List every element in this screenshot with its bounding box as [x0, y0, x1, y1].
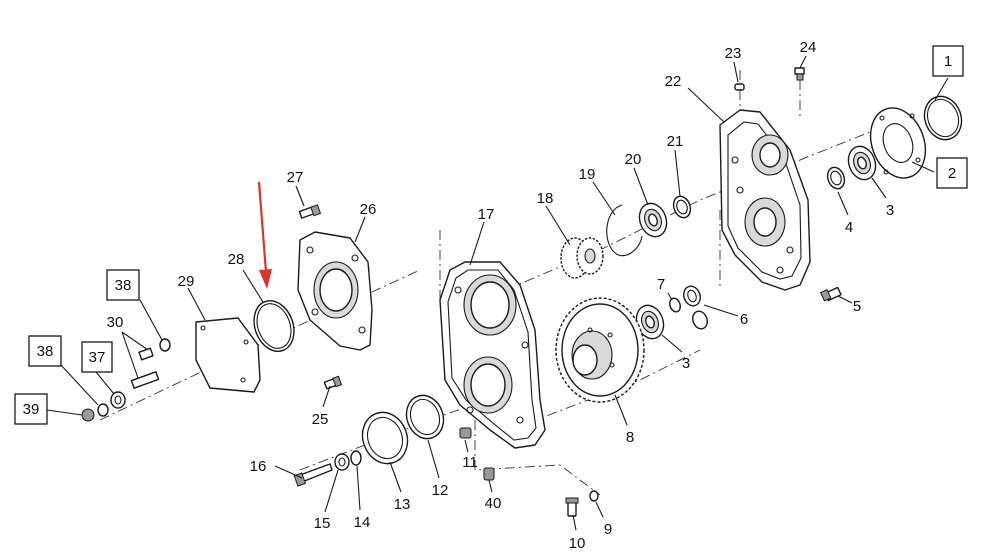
- callout-2: 2: [936, 157, 968, 189]
- part-7-snap-ring: [669, 297, 681, 313]
- part-38-washer-upper: [159, 338, 171, 352]
- callout-29: 29: [178, 273, 195, 290]
- part-15-washer: [334, 453, 350, 471]
- part-28-o-ring: [253, 300, 295, 352]
- part-4-seal-ring: [826, 166, 846, 190]
- part-8-large-gear: [555, 297, 645, 403]
- callout-16: 16: [250, 458, 267, 475]
- part-25-bolt: [323, 375, 343, 390]
- callout-28: 28: [228, 251, 245, 268]
- part-14-o-ring: [350, 450, 362, 466]
- callout-37: 37: [81, 341, 113, 373]
- part-18-pinion-gear: [560, 237, 604, 279]
- part-20-bearing: [638, 202, 668, 238]
- callout-9: 9: [604, 521, 612, 538]
- part-21-ring: [672, 195, 692, 219]
- callout-3-lower: 3: [682, 355, 690, 372]
- callout-13: 13: [394, 496, 411, 513]
- callout-12: 12: [432, 482, 449, 499]
- down-arrow-icon: [257, 181, 272, 289]
- callout-10: 10: [569, 535, 586, 552]
- part-17-main-housing: [439, 261, 546, 449]
- part-29-plate: [195, 317, 261, 393]
- callout-40: 40: [485, 495, 502, 512]
- part-24-breather-fitting: [794, 67, 805, 81]
- part-12-seal: [405, 394, 445, 440]
- part-19-circlip: [606, 204, 643, 257]
- callout-18: 18: [537, 190, 554, 207]
- part-16-bolt: [293, 463, 333, 487]
- part-26-cover-plate: [297, 231, 373, 351]
- part-39-nut: [81, 408, 95, 422]
- callout-39: 39: [14, 393, 48, 425]
- callout-20: 20: [625, 151, 642, 168]
- part-30-stud: [130, 347, 160, 389]
- part-11-plug: [459, 427, 472, 439]
- callout-27: 27: [287, 169, 304, 186]
- callout-24: 24: [800, 39, 817, 56]
- callout-6: 6: [740, 311, 748, 328]
- callout-26: 26: [360, 201, 377, 218]
- callout-2-label: 2: [948, 165, 956, 182]
- callout-25: 25: [312, 411, 329, 428]
- callout-14: 14: [354, 514, 371, 531]
- callout-8: 8: [626, 429, 634, 446]
- leader-lines: [46, 55, 949, 531]
- callout-38-upper: 38: [106, 269, 140, 301]
- callout-23: 23: [725, 45, 742, 62]
- part-13-seal: [361, 411, 409, 465]
- part-1-o-ring: [923, 95, 963, 141]
- callout-22: 22: [665, 73, 682, 90]
- callout-1: 1: [932, 45, 964, 77]
- part-27-bolt: [298, 204, 322, 219]
- callout-39-label: 39: [23, 401, 40, 418]
- part-37-spacer: [110, 391, 126, 409]
- callout-labels: 1 2 37 38 38 39 3 3 4 5 6 7 8 9 10: [14, 39, 968, 552]
- callout-30: 30: [107, 314, 124, 331]
- part-2-gasket: [869, 107, 927, 179]
- part-22-rear-housing: [719, 109, 811, 291]
- part-10-bolt: [565, 497, 579, 517]
- callout-4: 4: [845, 219, 853, 236]
- callout-38-lower-label: 38: [37, 343, 54, 360]
- part-5-bolt: [819, 286, 842, 302]
- callout-11: 11: [462, 454, 478, 471]
- callout-17: 17: [478, 206, 495, 223]
- callout-15: 15: [314, 515, 331, 532]
- callout-7: 7: [657, 276, 665, 293]
- part-40-drain-plug: [483, 467, 495, 481]
- callout-37-label: 37: [89, 349, 106, 366]
- part-9-washer: [589, 490, 599, 502]
- part-23-dowel-pin: [734, 83, 745, 91]
- callout-3-upper: 3: [886, 202, 894, 219]
- callout-1-label: 1: [944, 53, 952, 70]
- part-38-washer-lower: [97, 403, 109, 417]
- callout-19: 19: [579, 166, 596, 183]
- part-6-spacer: [683, 285, 708, 330]
- callout-5: 5: [853, 298, 861, 315]
- callout-21: 21: [667, 133, 684, 150]
- callout-38-lower: 38: [28, 335, 62, 367]
- callout-38-upper-label: 38: [115, 277, 132, 294]
- part-3-bearing-upper: [847, 145, 877, 181]
